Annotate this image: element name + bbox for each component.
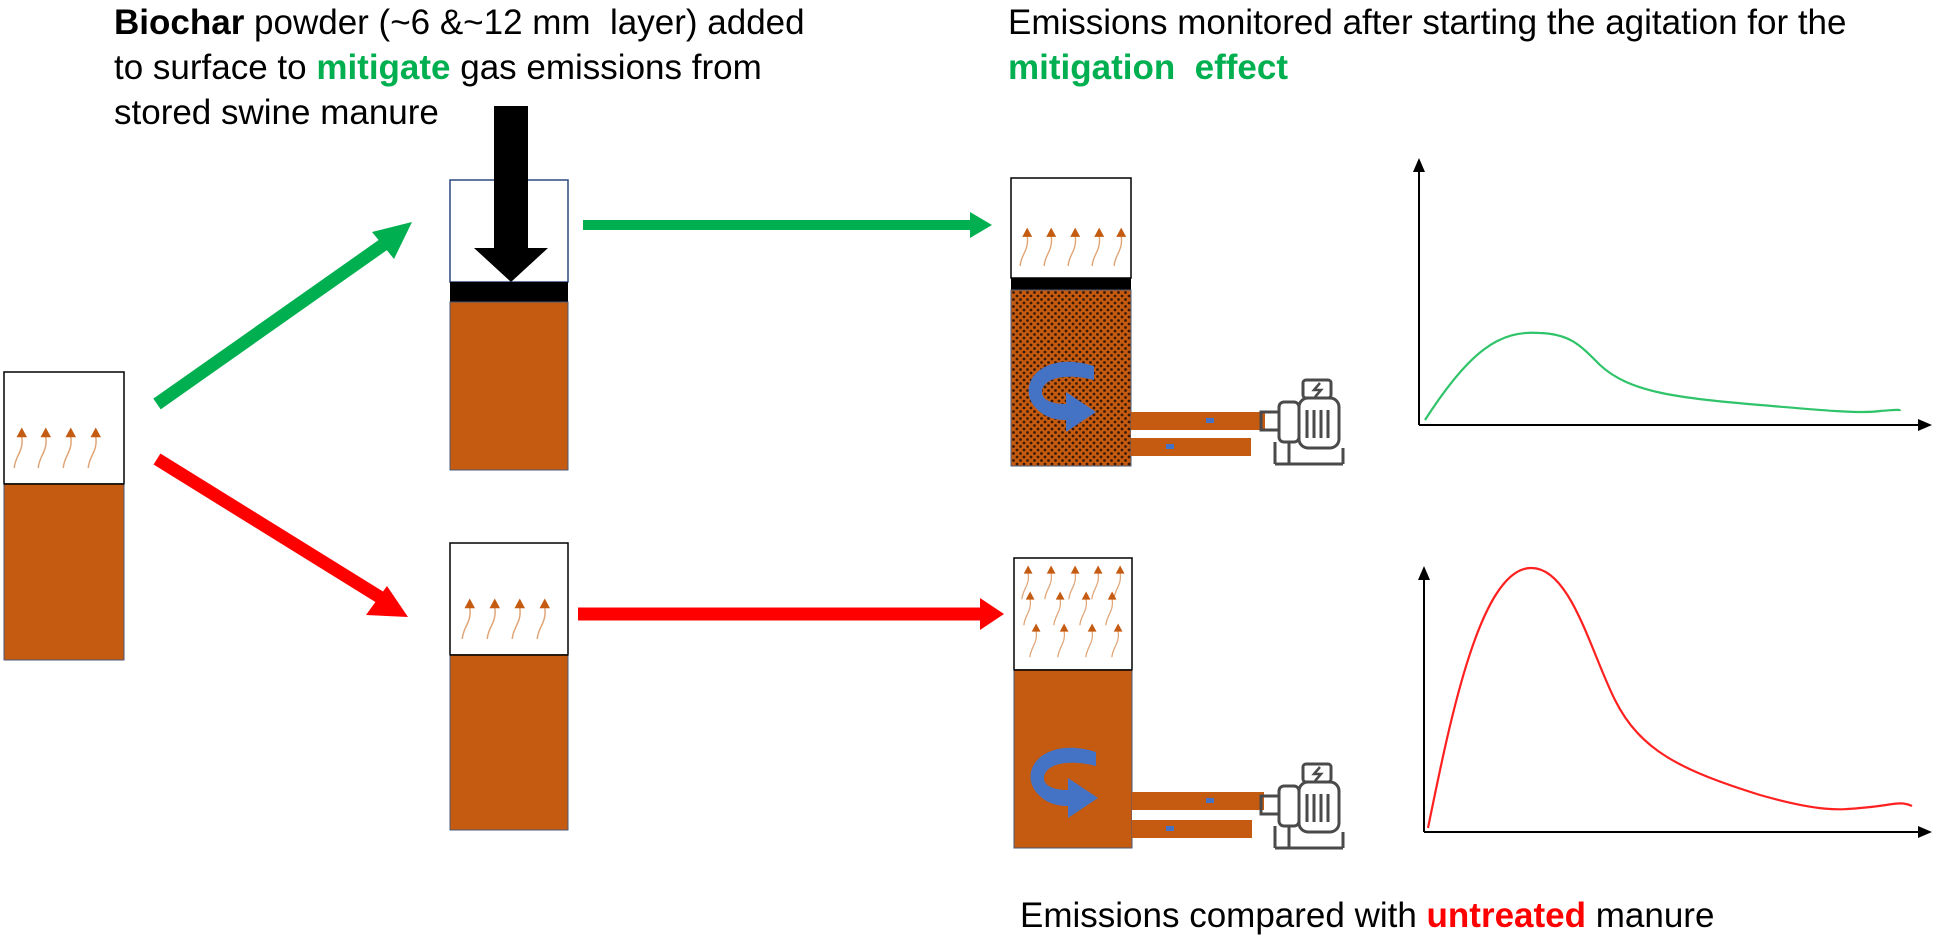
biochar-addition-arrow bbox=[474, 106, 548, 282]
compared-caption: Emissions compared with untreated manure bbox=[1020, 893, 1714, 938]
agitated-untreated-container bbox=[1013, 557, 1345, 850]
compared-caption-text: Emissions compared with bbox=[1020, 896, 1427, 935]
flow-arrow-treated bbox=[583, 212, 992, 238]
initial-manure-container bbox=[3, 371, 125, 661]
biochar-caption-line-1: Biochar powder (~6 &~12 mm layer) added bbox=[114, 0, 805, 45]
mitigate-term: mitigate bbox=[316, 48, 451, 87]
emission-chart-untreated bbox=[1418, 566, 1932, 838]
flow-arrow-untreated bbox=[578, 598, 1004, 630]
mitigation-effect-label: mitigation effect bbox=[1008, 48, 1289, 87]
agitated-treated-container bbox=[1010, 177, 1345, 467]
emission-curve-untreated bbox=[1426, 566, 1913, 829]
branch-arrow-untreated bbox=[153, 453, 408, 617]
monitored-caption-line-1: Emissions monitored after starting the a… bbox=[1008, 3, 1847, 42]
pump-motor-icon bbox=[1259, 378, 1345, 466]
biochar-caption-text: to surface to bbox=[114, 48, 317, 87]
untreated-container bbox=[449, 542, 569, 831]
monitored-caption: Emissions monitored after starting the a… bbox=[1008, 0, 1846, 90]
biochar-caption-line-3: stored swine manure bbox=[114, 93, 439, 132]
mitigation-effect-term: mitigation effect bbox=[1008, 45, 1846, 90]
biochar-term: Biochar bbox=[114, 3, 245, 42]
emission-chart-treated bbox=[1413, 158, 1932, 431]
branch-arrow-treated bbox=[153, 222, 412, 410]
untreated-term: untreated bbox=[1426, 896, 1587, 935]
biochar-caption-text: gas emissions from bbox=[450, 48, 762, 87]
biochar-caption-line-2: to surface to mitigate gas emissions fro… bbox=[114, 45, 805, 90]
compared-caption-text: manure bbox=[1586, 896, 1715, 935]
biochar-caption: Biochar powder (~6 &~12 mm layer) added … bbox=[114, 0, 805, 135]
emission-curve-treated bbox=[1424, 331, 1902, 421]
biochar-caption-text: powder (~6 &~12 mm layer) added bbox=[244, 3, 805, 42]
pump-motor-icon bbox=[1259, 762, 1345, 850]
